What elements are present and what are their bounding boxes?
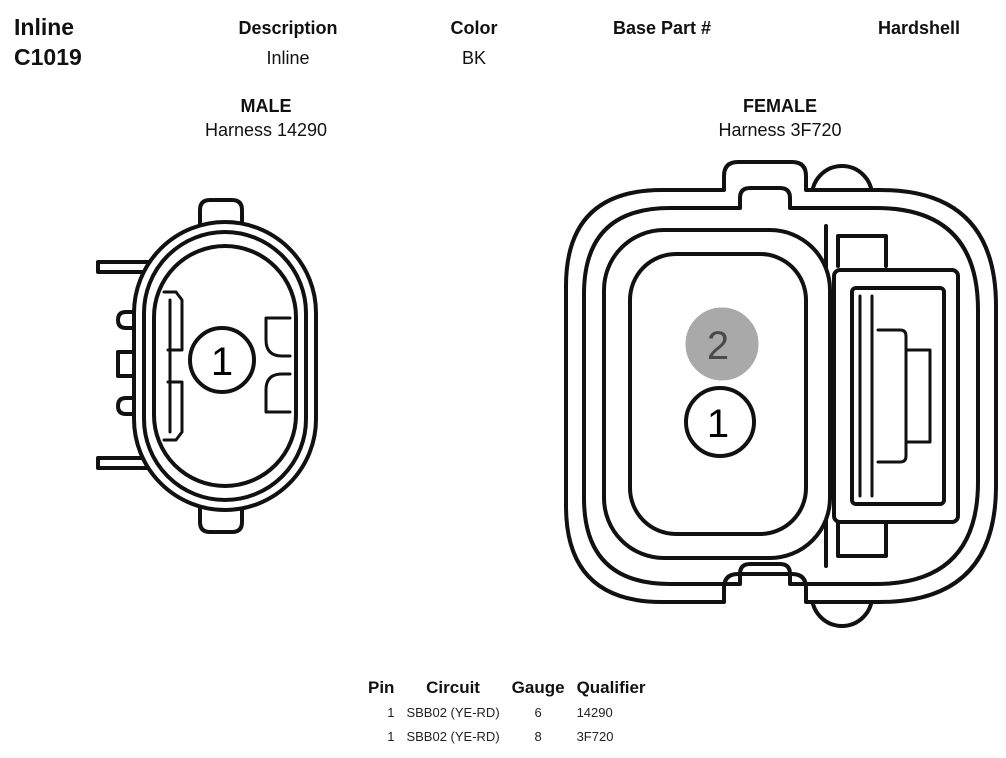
female-pin-2: 2 bbox=[685, 307, 759, 381]
description-value: Inline bbox=[266, 48, 310, 68]
circuit-column-header: Circuit bbox=[426, 678, 480, 697]
male-pin-1: 1 bbox=[188, 326, 256, 394]
circuit-cell: SBB02 (YE-RD) bbox=[406, 704, 500, 720]
female-lock-housing bbox=[832, 234, 960, 558]
female-pin-1: 1 bbox=[684, 386, 756, 458]
hardshell-header: Hardshell bbox=[877, 18, 961, 38]
qualifier-cell: 3F720 bbox=[576, 728, 614, 744]
pin-column-header: Pin bbox=[368, 678, 395, 697]
table-row: 1 SBB02 (YE-RD) 8 3F720 bbox=[362, 724, 652, 748]
gauge-cell: 8 bbox=[534, 728, 542, 744]
male-connector: 1 bbox=[96, 198, 318, 534]
connector-id: Inline C1019 bbox=[14, 12, 82, 72]
connector-type: Inline bbox=[14, 14, 75, 40]
color-value: BK bbox=[461, 48, 486, 68]
gauge-column-header: Gauge bbox=[511, 678, 565, 697]
male-title: MALE bbox=[240, 96, 292, 116]
pin-table-header-row: Pin Circuit Gauge Qualifier bbox=[362, 676, 652, 700]
circuit-cell: SBB02 (YE-RD) bbox=[406, 728, 500, 744]
female-pin-2-highlight bbox=[685, 307, 759, 381]
male-terminal-clip bbox=[264, 316, 292, 414]
male-inner-latch bbox=[162, 290, 184, 442]
female-harness: Harness 3F720 bbox=[718, 120, 842, 140]
description-header: Description bbox=[238, 18, 338, 38]
male-harness: Harness 14290 bbox=[204, 120, 328, 140]
gauge-cell: 6 bbox=[534, 704, 542, 720]
pin-cell: 1 bbox=[387, 728, 395, 744]
qualifier-column-header: Qualifier bbox=[576, 678, 646, 697]
qualifier-cell: 14290 bbox=[576, 704, 613, 720]
color-header: Color bbox=[450, 18, 498, 38]
male-mounting-legs bbox=[96, 260, 152, 470]
pin-table: Pin Circuit Gauge Qualifier 1 SBB02 (YE-… bbox=[362, 676, 652, 748]
female-connector: 2 1 bbox=[564, 160, 998, 628]
female-pin-2-label: 2 bbox=[707, 324, 729, 368]
male-inner-cavity bbox=[152, 244, 298, 488]
male-shell-rim bbox=[142, 230, 308, 502]
table-row: 1 SBB02 (YE-RD) 6 14290 bbox=[362, 700, 652, 724]
male-latch-tabs bbox=[198, 198, 244, 534]
male-pin-1-label: 1 bbox=[211, 340, 233, 384]
connector-number: C1019 bbox=[14, 44, 82, 70]
base-part-header: Base Part # bbox=[612, 18, 712, 38]
pin-cell: 1 bbox=[387, 704, 395, 720]
female-shell-rim bbox=[582, 186, 980, 586]
female-cavity-inner bbox=[628, 252, 808, 536]
female-pin-1-label: 1 bbox=[707, 402, 729, 446]
female-title: FEMALE bbox=[743, 96, 817, 116]
